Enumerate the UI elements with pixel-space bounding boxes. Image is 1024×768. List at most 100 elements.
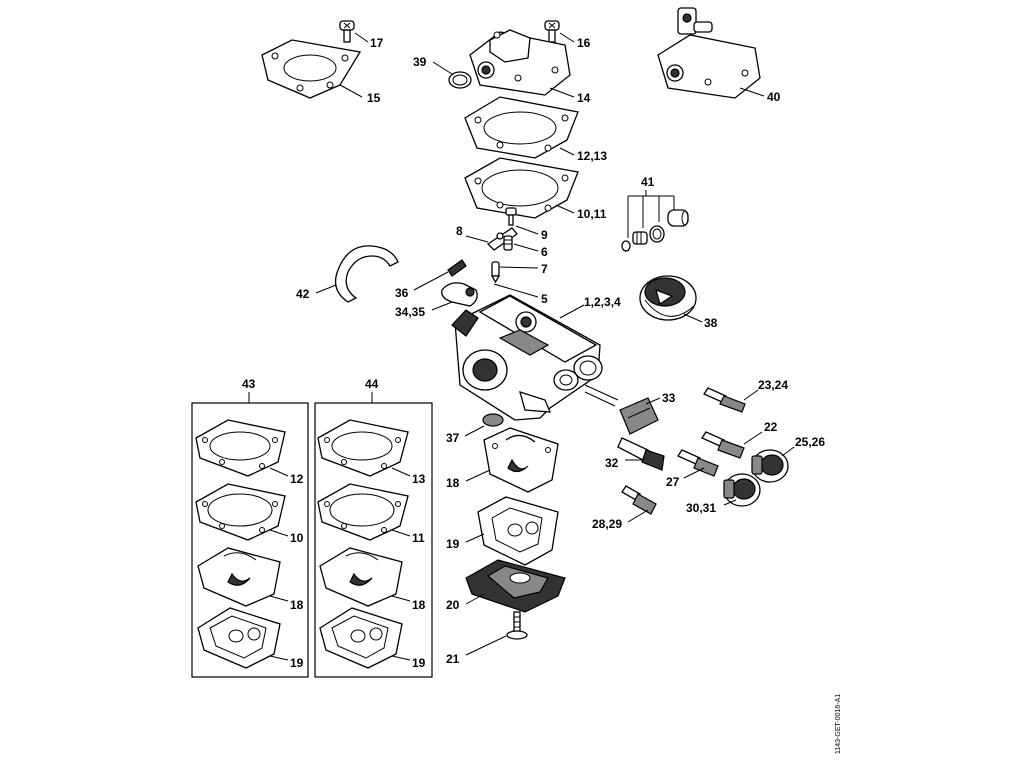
part-32-adjusting-screw (617, 437, 665, 471)
kit-43-part-19 (197, 607, 281, 669)
leader-14 (549, 87, 575, 98)
drawing-id: 1143-GET-0016-A1 (835, 694, 842, 754)
leader-33 (645, 397, 661, 405)
part-37-screen (482, 413, 504, 427)
part-39-o-ring (448, 71, 472, 89)
leader-30-31 (723, 499, 737, 506)
leader-36 (413, 271, 449, 291)
k43-callout-18: 18 (290, 598, 304, 612)
part-34-35-choke-lever (441, 282, 478, 307)
part-7-needle (490, 261, 501, 284)
part-10-11-gasket (464, 157, 579, 219)
part-6-spring (503, 235, 513, 251)
leader-17 (354, 32, 369, 43)
kit-43-part-10 (195, 483, 286, 541)
part-20-cover (465, 559, 566, 613)
kit-43-part-12 (195, 419, 286, 477)
leader-37 (464, 425, 485, 437)
callout-17: 17 (370, 36, 384, 50)
k43-leader-19 (269, 655, 289, 661)
k43-leader-10 (269, 529, 289, 537)
callout-22: 22 (764, 420, 778, 434)
part-33-limiter-cap (619, 397, 659, 435)
callout-18: 18 (446, 476, 460, 490)
part-15-cover (261, 39, 362, 99)
kit-44-box (314, 402, 433, 678)
callout-25-26: 25,26 (795, 435, 825, 449)
leader-10-11 (555, 204, 575, 214)
k44-leader-18 (391, 595, 411, 602)
k44-leader-13 (391, 467, 411, 477)
part-8-inlet-lever (486, 227, 518, 251)
part-41-kit (621, 209, 689, 252)
part-42-hose (334, 245, 399, 303)
callout-23-24: 23,24 (758, 378, 788, 392)
k43-callout-19: 19 (290, 656, 304, 670)
part-17-screw (339, 20, 355, 43)
part-39-o-ring-inner (452, 74, 468, 86)
part-1-2-3-4-carburetor-body (451, 294, 619, 421)
part-36-spring (447, 259, 467, 277)
callout-44: 44 (365, 377, 379, 391)
part-19-gasket (477, 496, 559, 566)
leader-25-26 (781, 446, 795, 457)
leader-15 (339, 84, 363, 98)
callout-16: 16 (577, 36, 591, 50)
k44-leader-19 (391, 655, 411, 661)
leader-21 (465, 635, 507, 656)
callout-27: 27 (666, 475, 680, 489)
part-40-pump-cover (657, 7, 761, 99)
callout-8: 8 (456, 224, 463, 238)
k44-callout-19: 19 (412, 656, 426, 670)
callout-19: 19 (446, 537, 460, 551)
leader-16 (559, 32, 575, 43)
leader-5 (493, 283, 539, 298)
callout-39: 39 (413, 55, 427, 69)
callout-37: 37 (446, 431, 460, 445)
part-21-screw (506, 611, 528, 640)
callout-40: 40 (767, 90, 781, 104)
part-18-diaphragm (483, 427, 559, 493)
k43-callout-12: 12 (290, 472, 304, 486)
leader-22 (743, 431, 763, 445)
leader-1-2-3-4 (559, 304, 585, 319)
leader-9 (515, 225, 539, 235)
leader-20 (465, 593, 485, 605)
callout-41: 41 (641, 175, 655, 189)
callout-15: 15 (367, 91, 381, 105)
callout-1-2-3-4: 1,2,3,4 (584, 295, 621, 309)
leader-39 (432, 61, 453, 75)
callout-34-35: 34,35 (395, 305, 425, 319)
k44-callout-13: 13 (412, 472, 426, 486)
callout-36: 36 (395, 286, 409, 300)
callout-38: 38 (704, 316, 718, 330)
part-12-13-diaphragm (464, 96, 579, 159)
k43-leader-12 (269, 467, 289, 477)
callout-30-31: 30,31 (686, 501, 716, 515)
leader-12-13 (559, 147, 575, 156)
kit-43-box (191, 402, 309, 678)
leader-40 (739, 87, 765, 97)
part-38-fuel-pump-cap (639, 275, 697, 321)
leader-18 (465, 469, 491, 482)
part-25-26-limiter-cap (751, 449, 789, 483)
callout-42: 42 (296, 287, 310, 301)
leader-42 (315, 284, 337, 294)
kit-43-part-18 (197, 547, 281, 607)
leader-23-24 (743, 389, 759, 401)
part-22-needle (701, 431, 745, 459)
callout-21: 21 (446, 652, 460, 666)
callout-9: 9 (541, 228, 548, 242)
leader-7 (499, 266, 539, 269)
leader-34-35 (431, 301, 453, 311)
leader-41 (627, 190, 675, 238)
callout-28-29: 28,29 (592, 517, 622, 531)
kit-44-part-13 (317, 419, 409, 477)
leader-6 (513, 243, 539, 252)
callout-20: 20 (446, 598, 460, 612)
callout-7: 7 (541, 262, 548, 276)
callout-5: 5 (541, 292, 548, 306)
callout-33: 33 (662, 391, 676, 405)
k44-leader-11 (391, 529, 411, 537)
